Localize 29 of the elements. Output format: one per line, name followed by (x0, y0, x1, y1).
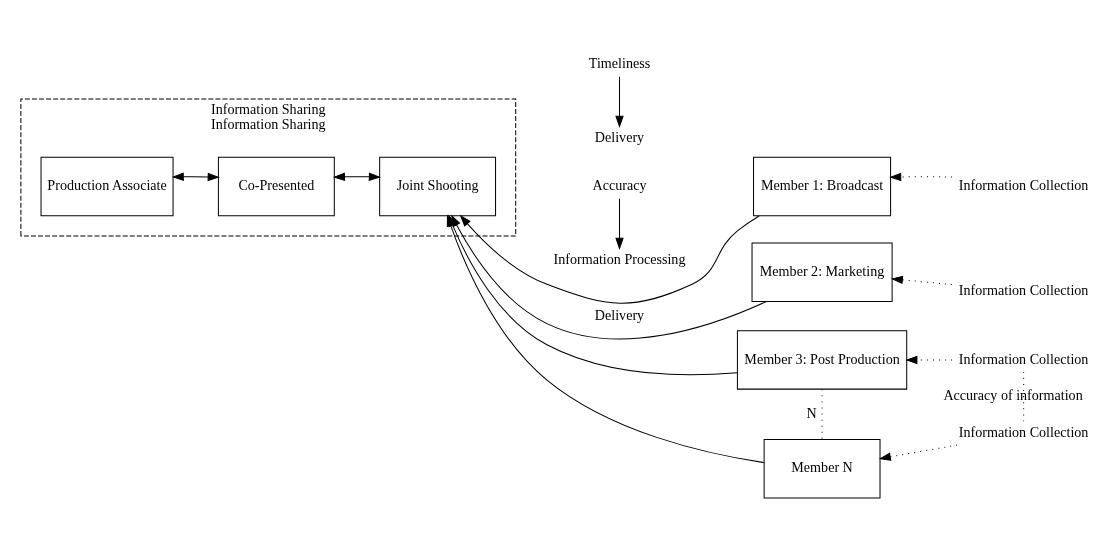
arrow (889, 172, 953, 181)
edge-label: N (806, 404, 817, 421)
node-box: Member 1: Broadcast (753, 156, 892, 216)
node-box: Member 3: Post Production (736, 329, 908, 390)
node-box: Production Associate (40, 156, 174, 216)
arrow (890, 275, 953, 285)
node-text: Information Processing (553, 250, 686, 267)
node-text: Information Collection (958, 423, 1089, 440)
node-text: Information Collection (958, 176, 1089, 193)
arrow (171, 172, 220, 181)
node-box: Member 2: Marketing (751, 242, 893, 302)
arrow (332, 172, 381, 181)
arrow (615, 197, 624, 250)
arrow (615, 75, 624, 128)
node-text: Accuracy (592, 176, 647, 193)
node-text: Timeliness (588, 54, 651, 71)
node-text: Delivery (594, 128, 645, 145)
edge-label: Accuracy of information (943, 386, 1083, 403)
arrow (459, 214, 760, 304)
node-box: Member N (763, 438, 881, 498)
arrow (905, 355, 953, 364)
node-box: Co-Presented (217, 156, 335, 216)
arrow (878, 444, 958, 461)
node-text: Information Collection (958, 281, 1089, 298)
node-text: Information Collection (958, 350, 1089, 367)
node-box: Joint Shooting (379, 156, 497, 216)
connector (821, 388, 823, 440)
edge-label: Delivery (594, 306, 645, 323)
connector (1023, 370, 1025, 422)
